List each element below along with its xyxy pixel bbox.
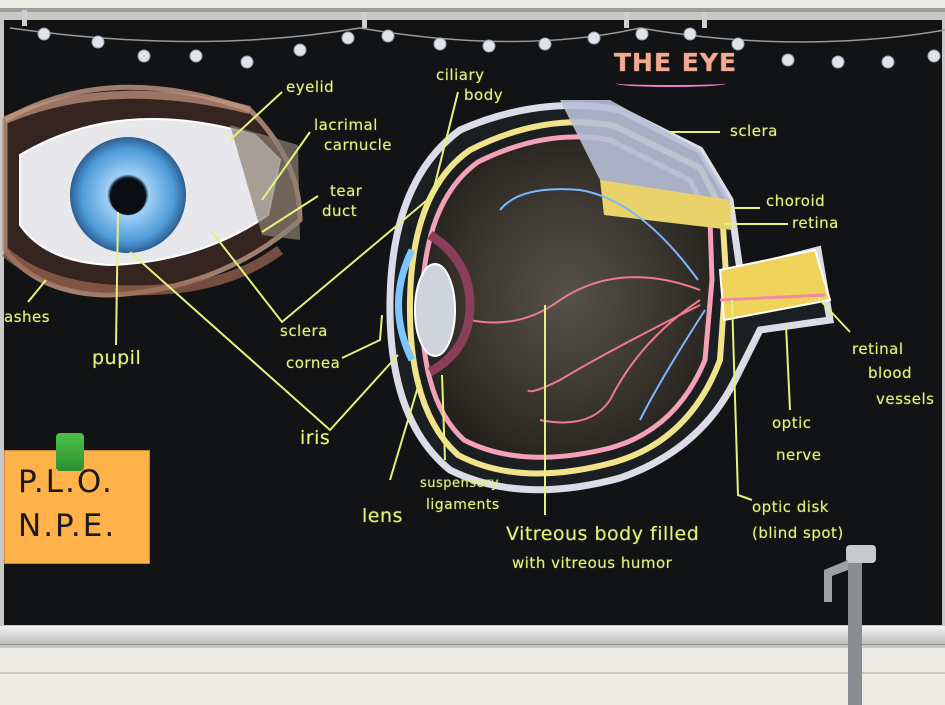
label-sclera-cut: sclera bbox=[730, 122, 778, 141]
faucet bbox=[812, 540, 882, 705]
string-lights bbox=[10, 10, 945, 68]
label-suspensory-2: ligaments bbox=[426, 496, 500, 515]
label-sclera-outer: sclera bbox=[280, 322, 328, 341]
label-eyelid: eyelid bbox=[286, 78, 334, 97]
label-vitreous-1: Vitreous body filled bbox=[506, 522, 699, 546]
label-retina: retina bbox=[792, 214, 839, 233]
label-ciliary-1: ciliary bbox=[436, 66, 485, 85]
label-retinal-2: blood bbox=[868, 364, 912, 383]
label-lacrimal-2: carnucle bbox=[324, 136, 392, 155]
magnet-clip bbox=[56, 433, 84, 471]
external-eye-drawing bbox=[5, 87, 300, 295]
label-optic-nerve-1: optic bbox=[772, 414, 812, 433]
label-lashes: ashes bbox=[4, 308, 50, 327]
label-ciliary-2: body bbox=[464, 86, 503, 105]
label-optic-disk-1: optic disk bbox=[752, 498, 829, 517]
eye-cross-section bbox=[390, 100, 830, 490]
label-suspensory-1: suspensory bbox=[420, 474, 499, 493]
label-choroid: choroid bbox=[766, 192, 825, 211]
sticky-line-2: N.P.E. bbox=[18, 508, 116, 544]
label-vitreous-2: with vitreous humor bbox=[512, 554, 672, 573]
label-tear-duct-2: duct bbox=[322, 202, 357, 221]
board-title: THE EYE bbox=[614, 48, 737, 77]
label-lacrimal-1: lacrimal bbox=[314, 116, 378, 135]
label-tear-duct-1: tear bbox=[330, 182, 362, 201]
title-underline bbox=[616, 80, 726, 87]
label-cornea: cornea bbox=[286, 354, 340, 373]
label-lens: lens bbox=[362, 504, 403, 528]
label-retinal-3: vessels bbox=[876, 390, 934, 409]
label-pupil: pupil bbox=[92, 346, 141, 370]
label-optic-nerve-2: nerve bbox=[776, 446, 822, 465]
label-retinal-1: retinal bbox=[852, 340, 903, 359]
label-iris: iris bbox=[300, 426, 330, 450]
